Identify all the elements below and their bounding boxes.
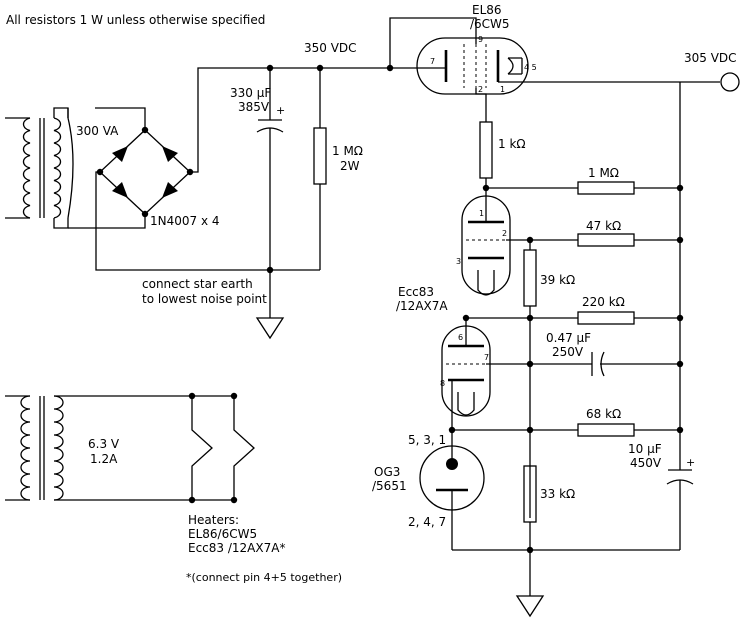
capacitor-10uf <box>666 469 694 550</box>
og3-regulator-tube <box>419 430 485 550</box>
ecc-pin-6: 6 <box>458 333 463 342</box>
rail-wire-plus <box>190 67 390 173</box>
ground-symbol-1 <box>255 317 285 340</box>
heaters-el86: EL86/6CW5 <box>188 527 257 541</box>
heater-transformer <box>5 395 234 501</box>
resistor-68k <box>452 423 680 437</box>
resistor-1k <box>479 108 493 210</box>
heater-current: 1.2A <box>90 452 118 466</box>
cap-plus-sign: + <box>276 104 285 117</box>
el86-pin-7: 7 <box>430 57 435 66</box>
cap-330-voltage: 385V <box>238 100 270 114</box>
el86-pin-1: 1 <box>500 85 505 94</box>
resistor-47k-label: 47 kΩ <box>586 219 621 233</box>
cap-10-voltage: 450V <box>630 456 662 470</box>
el86-pin-9: 9 <box>478 35 483 44</box>
resistor-33k-label: 33 kΩ <box>540 487 575 501</box>
star-earth-note-1: connect star earth <box>142 277 253 291</box>
star-earth-note-2: to lowest noise point <box>142 292 267 306</box>
heaters-ecc83: Ecc83 /12AX7A* <box>188 541 285 555</box>
capacitor-047uf <box>591 351 680 377</box>
ecc-pin-3: 3 <box>456 257 461 266</box>
resistor-39k-label: 39 kΩ <box>540 273 575 287</box>
el86-pin-45: 4 5 <box>524 63 537 72</box>
cap-330-value: 330 µF <box>230 86 271 100</box>
el86-name: EL86 <box>472 3 502 17</box>
transformer-rating: 300 VA <box>76 124 119 138</box>
output-terminal[interactable] <box>720 72 740 92</box>
og3-name: OG3 <box>374 465 400 479</box>
ecc83-alt-name: /12AX7A <box>396 299 448 313</box>
resistor-1k-label: 1 kΩ <box>498 137 526 151</box>
resistor-1m-label: 1 MΩ <box>588 166 619 180</box>
bleeder-resistor <box>313 68 327 270</box>
resistor-220k-label: 220 kΩ <box>582 295 625 309</box>
heater-voltage: 6.3 V <box>88 437 120 451</box>
ecc-pin-2: 2 <box>502 229 507 238</box>
rail-voltage-label: 350 VDC <box>304 41 357 55</box>
ecc83-lower-triode <box>441 318 592 430</box>
resistor-1m <box>486 181 680 195</box>
rail-wire-minus <box>95 171 320 271</box>
og3-pins-top: 5, 3, 1 <box>408 433 446 447</box>
resistor-220k <box>466 311 680 325</box>
el86-pin-2: 2 <box>478 85 483 94</box>
resistor-note: All resistors 1 W unless otherwise speci… <box>6 13 265 27</box>
cap-047-voltage: 250V <box>552 345 584 359</box>
output-voltage: 305 VDC <box>684 51 737 65</box>
cap-047-value: 0.47 µF <box>546 331 591 345</box>
ground-symbol-2 <box>515 595 545 618</box>
og3-pins-bottom: 2, 4, 7 <box>408 515 446 529</box>
ecc-pin-8: 8 <box>440 379 445 388</box>
resistor-68k-label: 68 kΩ <box>586 407 621 421</box>
og3-alt-name: /5651 <box>372 479 407 493</box>
resistor-39k <box>523 240 537 518</box>
cap-10-value: 10 µF <box>628 442 662 456</box>
ecc-pin-1: 1 <box>479 209 484 218</box>
bleeder-power: 2W <box>340 159 360 173</box>
mains-transformer <box>5 107 74 229</box>
heater-filaments <box>188 392 255 504</box>
pin-connection-note: *(connect pin 4+5 together) <box>186 571 342 584</box>
heaters-title: Heaters: <box>188 513 239 527</box>
resistor-47k <box>577 233 680 247</box>
reservoir-capacitor <box>256 68 284 270</box>
bleeder-value: 1 MΩ <box>332 144 363 158</box>
cap-10-plus-sign: + <box>686 456 695 469</box>
el86-alt-name: /6CW5 <box>470 17 510 31</box>
ecc83-upper-triode <box>461 195 578 296</box>
el86-tube <box>389 17 529 108</box>
rectifier-label: 1N4007 x 4 <box>150 214 220 228</box>
ecc83-name: Ecc83 <box>398 285 434 299</box>
ecc-pin-7: 7 <box>484 353 489 362</box>
